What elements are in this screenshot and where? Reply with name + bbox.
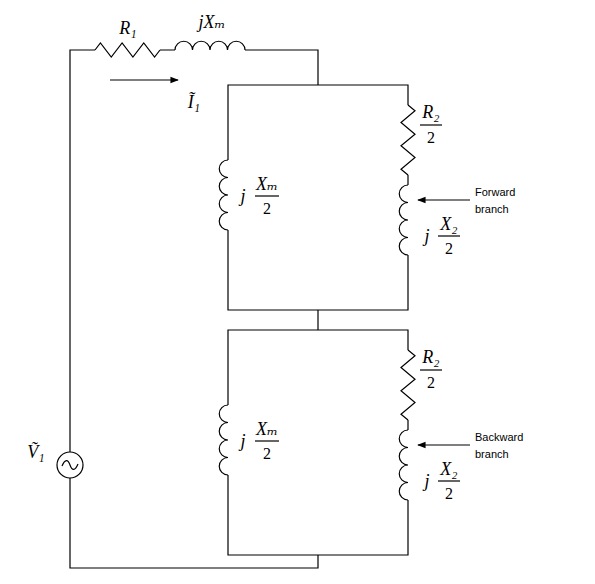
wire <box>317 310 318 330</box>
leader-arrow <box>418 199 470 200</box>
inductor-symbol <box>175 41 245 50</box>
component-label: j <box>240 187 245 205</box>
component-label: 2 <box>427 375 435 391</box>
resistor-symbol <box>401 350 415 420</box>
fraction-bar <box>438 235 460 236</box>
inductor-symbol <box>219 160 228 230</box>
branch-label: Forward branch <box>475 184 527 217</box>
components <box>95 41 415 555</box>
wires <box>57 50 470 568</box>
fraction-bar <box>438 480 460 481</box>
current-label: Ĩ₁ <box>188 93 200 111</box>
current-arrow <box>110 79 178 80</box>
component-label: j <box>240 432 245 450</box>
component-label: j <box>424 472 429 490</box>
component-label: R₂ <box>422 348 439 366</box>
component-label: X₂ <box>440 460 457 478</box>
fraction-bar <box>420 369 442 370</box>
component-label: Xₘ <box>256 420 278 438</box>
branch-label: Backward branch <box>475 429 527 462</box>
component-label: R₂ <box>422 103 439 121</box>
leader-arrow <box>418 444 470 445</box>
source-label: Ṽ₁ <box>27 443 44 461</box>
resistor-symbol <box>401 105 415 175</box>
fraction-bar <box>420 124 442 125</box>
inductor-symbol <box>219 405 228 475</box>
component-label: X₂ <box>440 215 457 233</box>
component-label: 2 <box>263 201 271 217</box>
wire <box>228 330 408 555</box>
wire <box>228 85 408 310</box>
component-label: R₁ <box>119 19 136 37</box>
component-label: Xₘ <box>256 175 278 193</box>
wire <box>70 50 318 452</box>
component-label: 2 <box>263 446 271 462</box>
source-tilde <box>62 461 78 470</box>
component-label: j <box>424 227 429 245</box>
voltage-source <box>57 452 83 478</box>
inductor-symbol <box>399 185 408 255</box>
component-label: 2 <box>445 241 453 257</box>
fraction-bar <box>255 440 279 441</box>
fraction-bar <box>255 195 279 196</box>
inductor-symbol <box>399 430 408 500</box>
component-label: 2 <box>427 130 435 146</box>
component-label: 2 <box>445 486 453 502</box>
resistor-symbol <box>95 43 160 57</box>
component-label: jXₘ <box>198 13 225 31</box>
